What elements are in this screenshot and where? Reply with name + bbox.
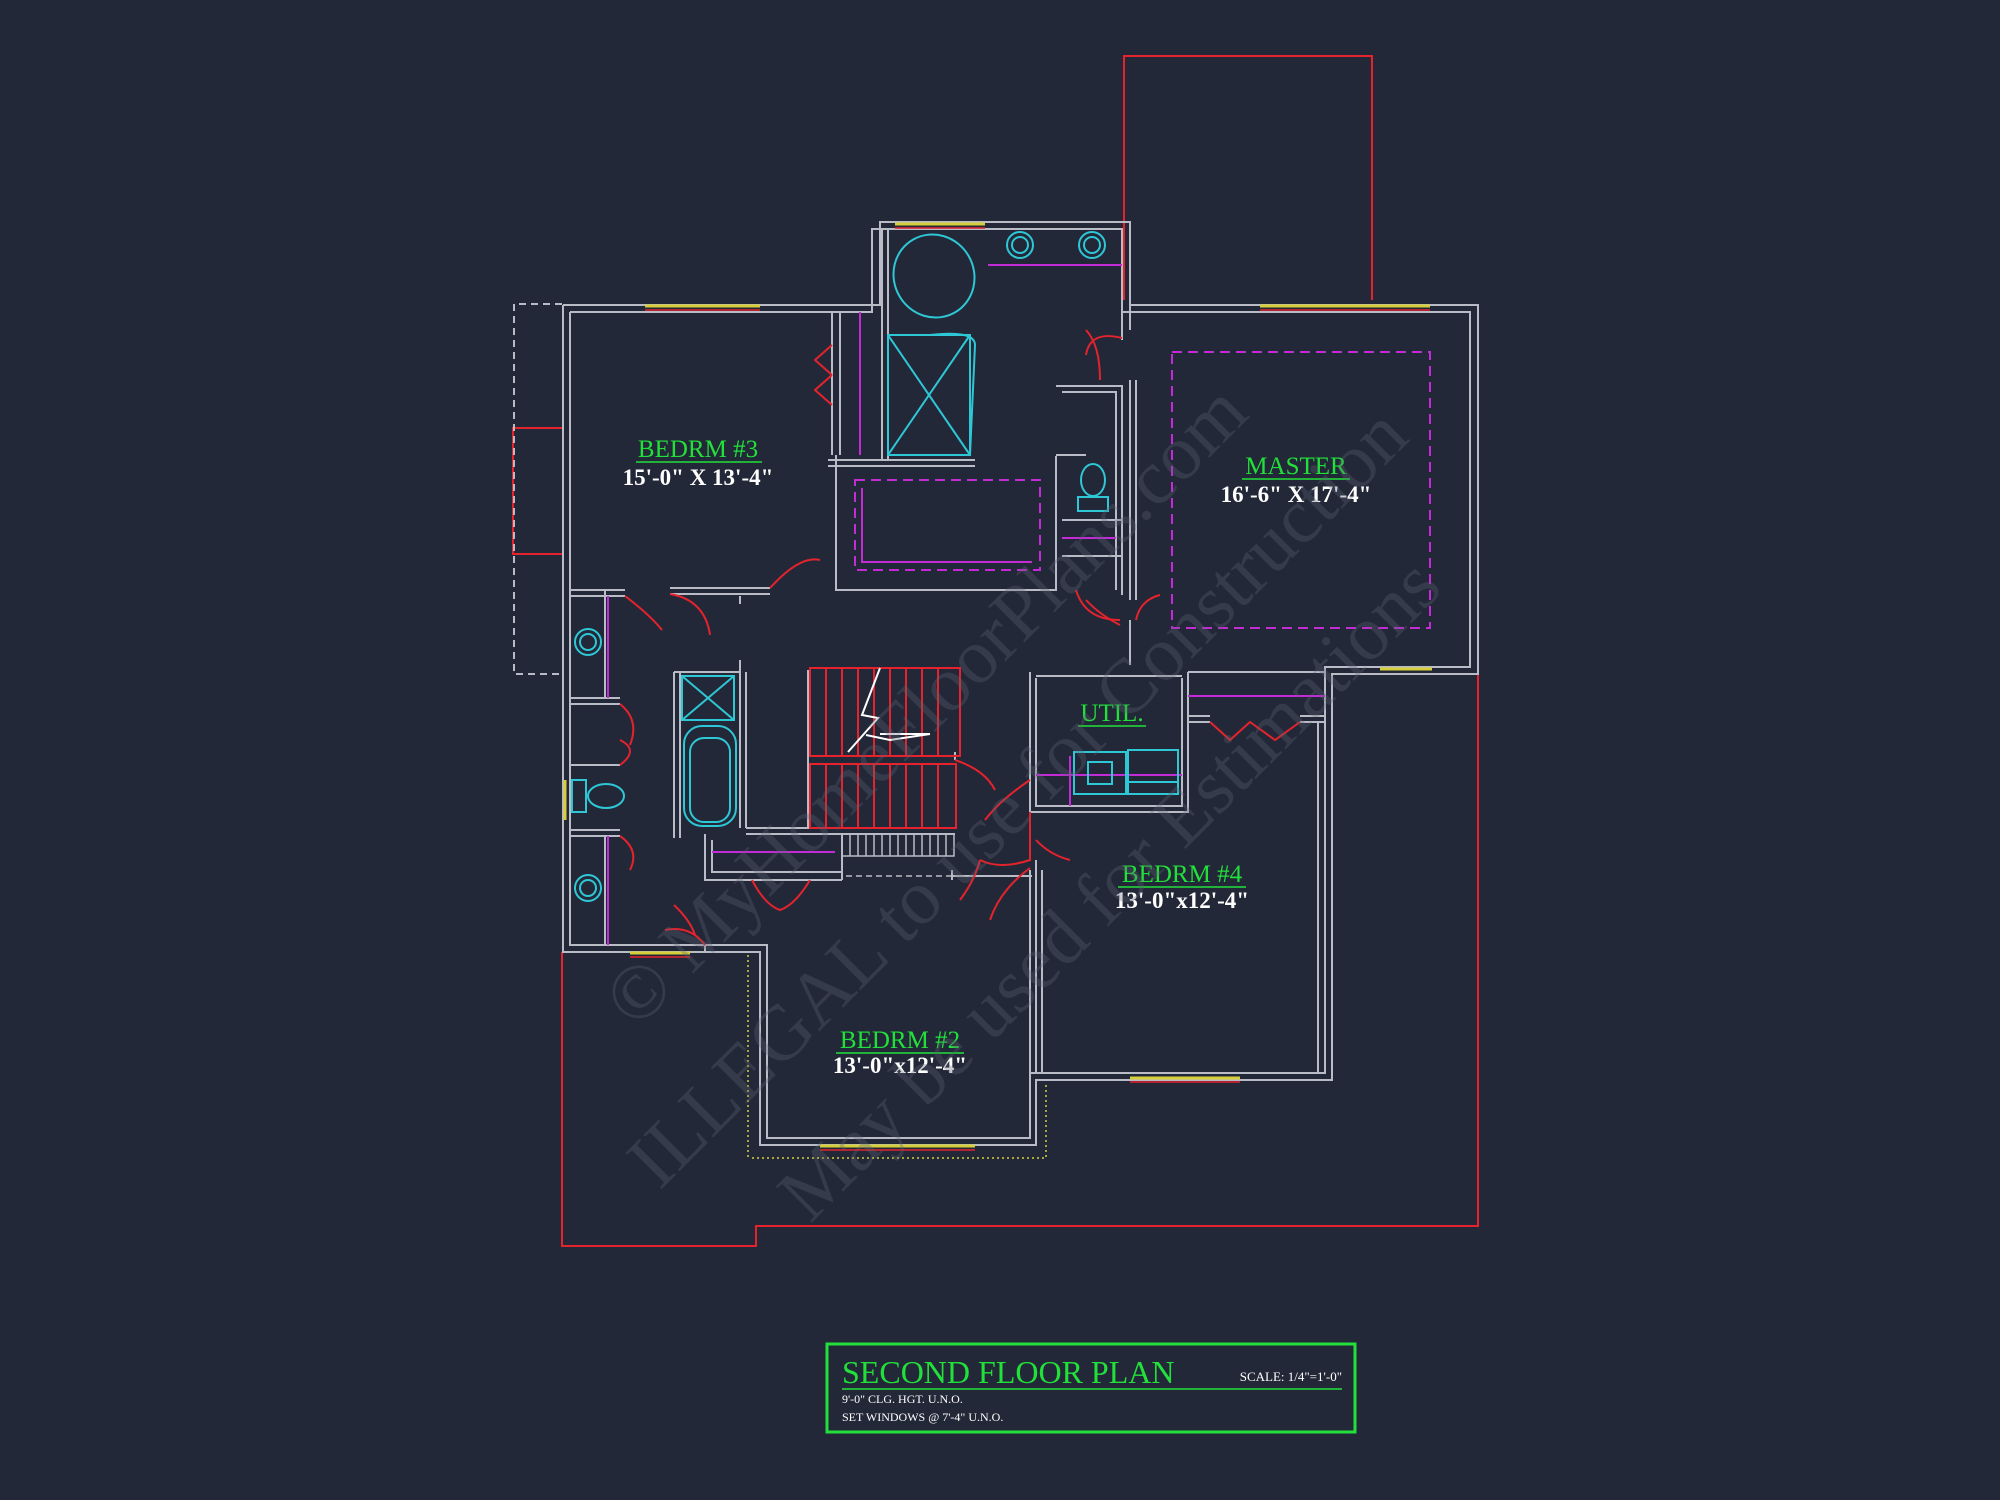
windows [563,222,1432,1148]
room-dims-bedrm4: 13'-0"x12'-4" [1115,888,1249,913]
dryer-icon [1127,749,1179,795]
room-name-util: UTIL. [1080,700,1143,727]
exterior-walls [562,221,1479,1146]
room-name-bedrm4: BEDRM #4 [1122,861,1243,888]
sink-icon [1006,231,1034,259]
plumbing-fixtures [571,231,1179,902]
title-block-note-windows: SET WINDOWS @ 7'-4" U.N.O. [842,1410,1003,1424]
door-swings [619,329,1301,946]
attic-grille [841,833,955,877]
shower-icon [681,675,735,721]
stair-break-line [847,667,931,753]
room-name-bedrm2: BEDRM #2 [840,1027,960,1054]
dashed-bay [513,303,562,675]
shower-icon [887,334,971,456]
title-block-scale: SCALE: 1/4"=1'-0" [1240,1369,1342,1384]
title-block-note-ceiling: 9'-0" CLG. HGT. U.N.O. [842,1392,963,1406]
room-labels: BEDRM #3 15'-0" X 13'-4" MASTER 16'-6" X… [623,436,1372,1078]
title-block: SECOND FLOOR PLAN SCALE: 1/4"=1'-0" 9'-0… [825,1342,1357,1434]
room-dims-master: 16'-6" X 17'-4" [1221,482,1372,507]
bathtub-icon [683,725,737,827]
sink-icon [1078,231,1106,259]
bathtub-icon [892,233,976,319]
hatched-walls [747,955,1047,1159]
washer-icon [1073,751,1127,795]
window-trim [630,227,1430,1151]
room-dims-bedrm2: 13'-0"x12'-4" [833,1053,967,1078]
watermark-line-2: ILLEGAL to use for Construction [610,390,1423,1203]
sink-icon [574,628,602,656]
room-name-bedrm3: BEDRM #3 [638,436,758,463]
room-dims-bedrm3: 15'-0" X 13'-4" [623,465,774,490]
cabinets [607,264,1431,945]
sink-icon [574,874,602,902]
toilet-icon [587,783,625,809]
room-name-master: MASTER [1245,453,1347,480]
title-block-title: SECOND FLOOR PLAN [842,1354,1174,1390]
